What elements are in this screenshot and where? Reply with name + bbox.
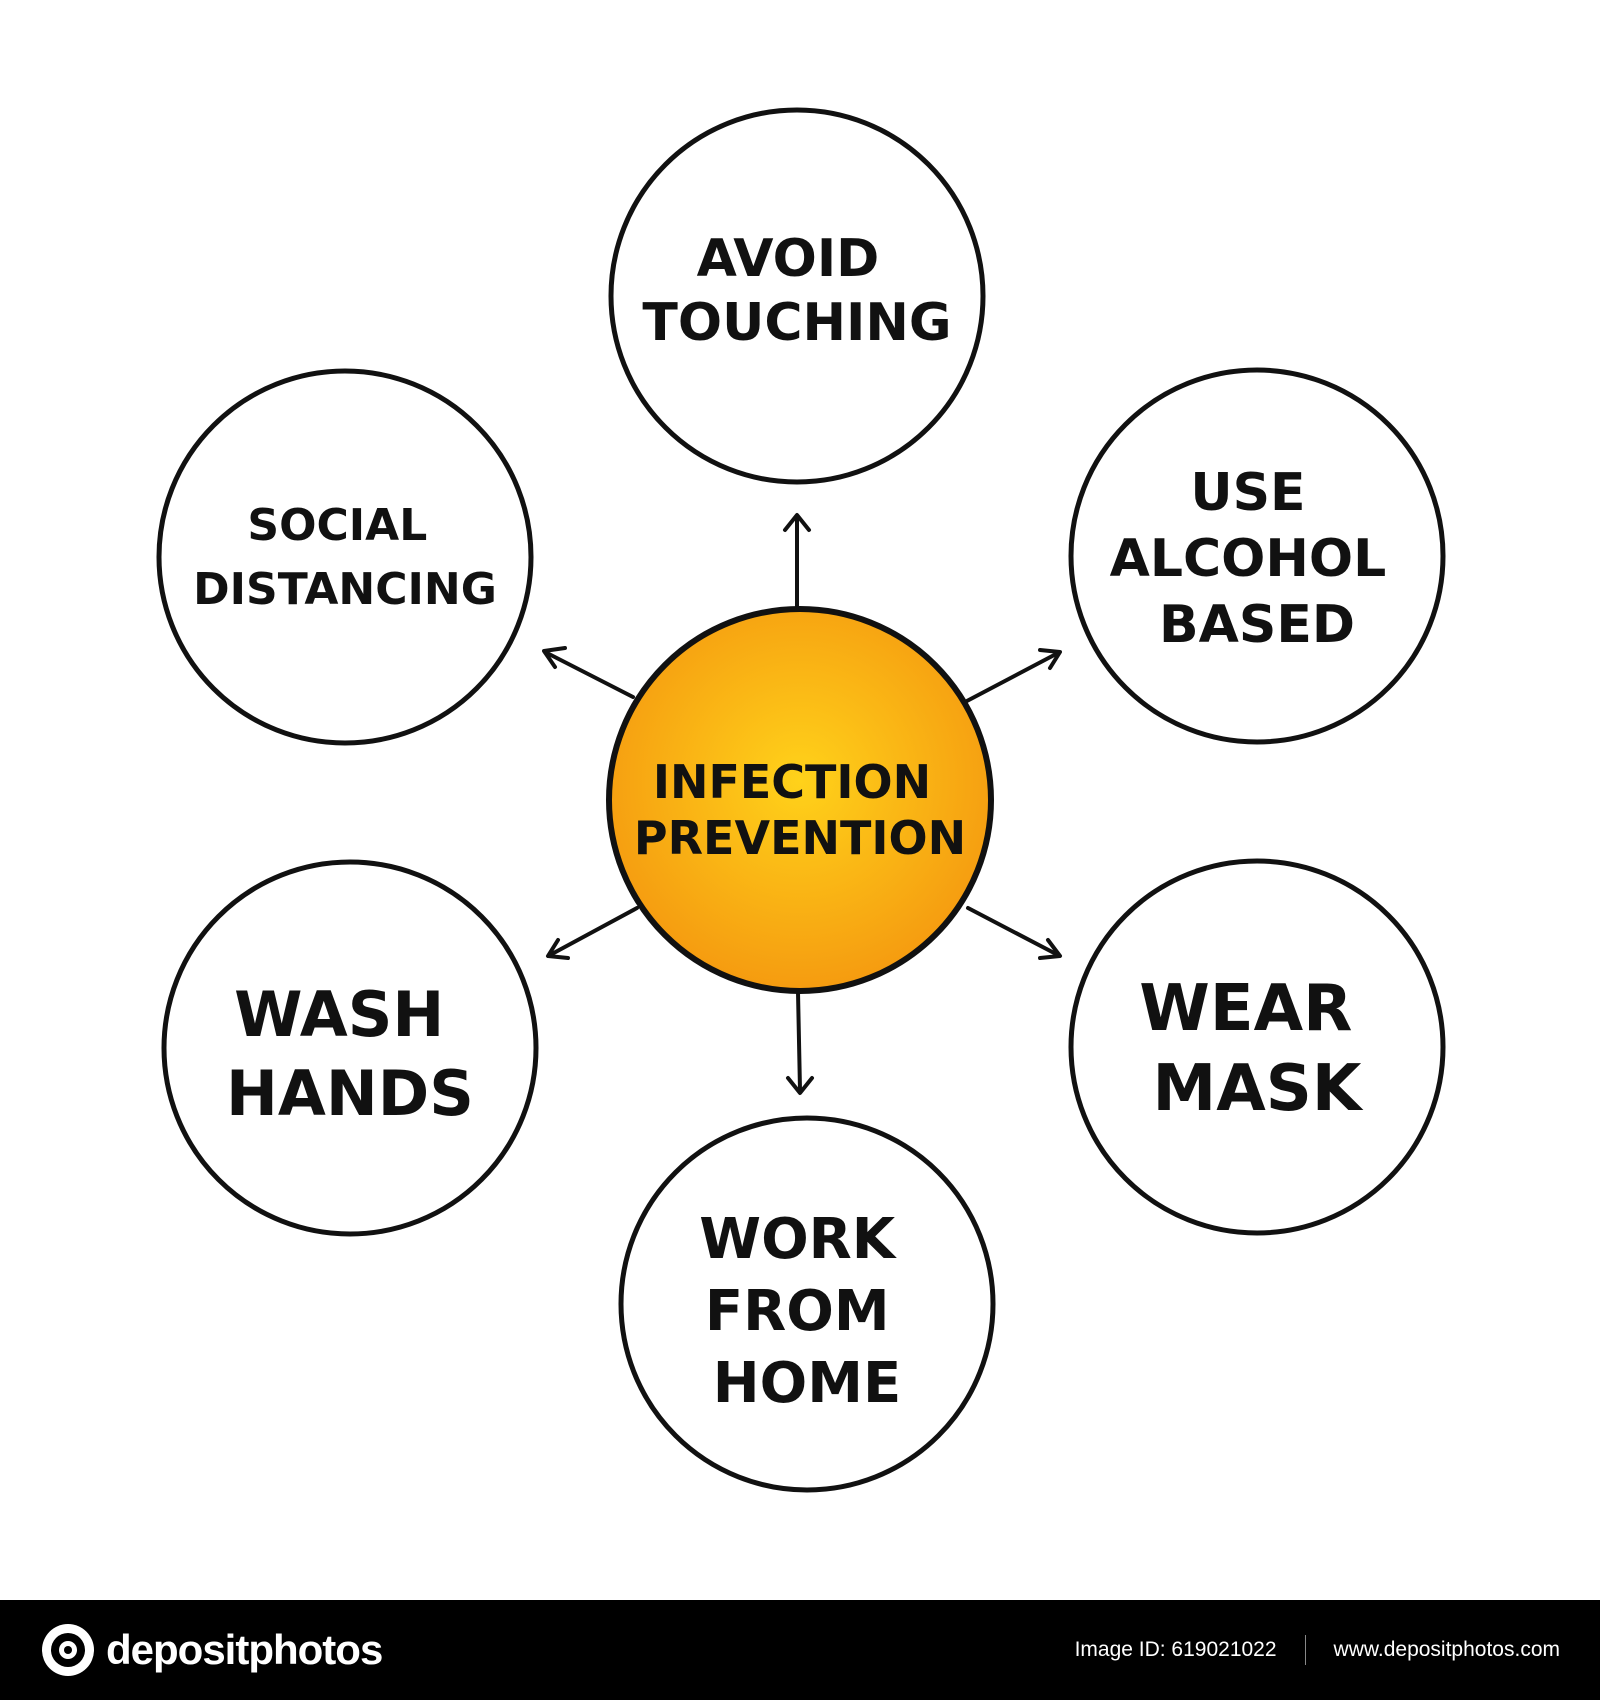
center-node-label: INFECTION PREVENTION: [634, 755, 966, 865]
node-use-alcohol-based: USE ALCOHOL BASED: [1068, 367, 1446, 745]
arrow-to-wear-mask: [966, 906, 1062, 960]
camera-logo-icon: [42, 1624, 94, 1676]
node-wear-mask: WEAR MASK: [1068, 858, 1446, 1236]
site-url[interactable]: www.depositphotos.com: [1333, 1638, 1560, 1661]
mind-map-diagram: AVOID TOUCHING USE ALCOHOL BASED WEAR MA…: [156, 107, 1446, 1493]
node-wash-hands: WASH HANDS: [161, 859, 539, 1237]
node-work-from-home-label: WORK FROM HOME: [699, 1207, 914, 1416]
brand-name: depositphotos: [106, 1626, 383, 1673]
node-work-from-home: WORK FROM HOME: [618, 1115, 996, 1493]
arrow-to-wash-hands: [546, 906, 639, 960]
node-social-distancing-label: SOCIAL DISTANCING: [193, 500, 497, 615]
node-wash-hands-label: WASH HANDS: [226, 978, 474, 1130]
arrow-to-work-from-home: [786, 990, 814, 1095]
brand: depositphotos: [40, 1622, 383, 1678]
node-avoid-touching: AVOID TOUCHING: [608, 107, 986, 485]
arrow-to-social-distancing: [542, 646, 635, 699]
watermark-footer: depositphotos Image ID: 619021022 www.de…: [0, 1600, 1600, 1700]
footer-info: Image ID: 619021022 www.depositphotos.co…: [1075, 1635, 1560, 1665]
node-wear-mask-label: WEAR MASK: [1139, 972, 1374, 1126]
connector-arrows: [542, 513, 1062, 1095]
node-social-distancing: SOCIAL DISTANCING: [156, 368, 534, 746]
image-id: Image ID: 619021022: [1074, 1638, 1277, 1661]
footer-divider: [1304, 1635, 1306, 1665]
node-avoid-touching-label: AVOID TOUCHING: [642, 229, 951, 353]
arrow-to-use-alcohol-based: [963, 648, 1062, 704]
center-node-infection-prevention: INFECTION PREVENTION: [606, 606, 994, 994]
node-use-alcohol-based-label: USE ALCOHOL BASED: [1110, 463, 1405, 655]
arrow-to-avoid-touching: [783, 513, 811, 610]
